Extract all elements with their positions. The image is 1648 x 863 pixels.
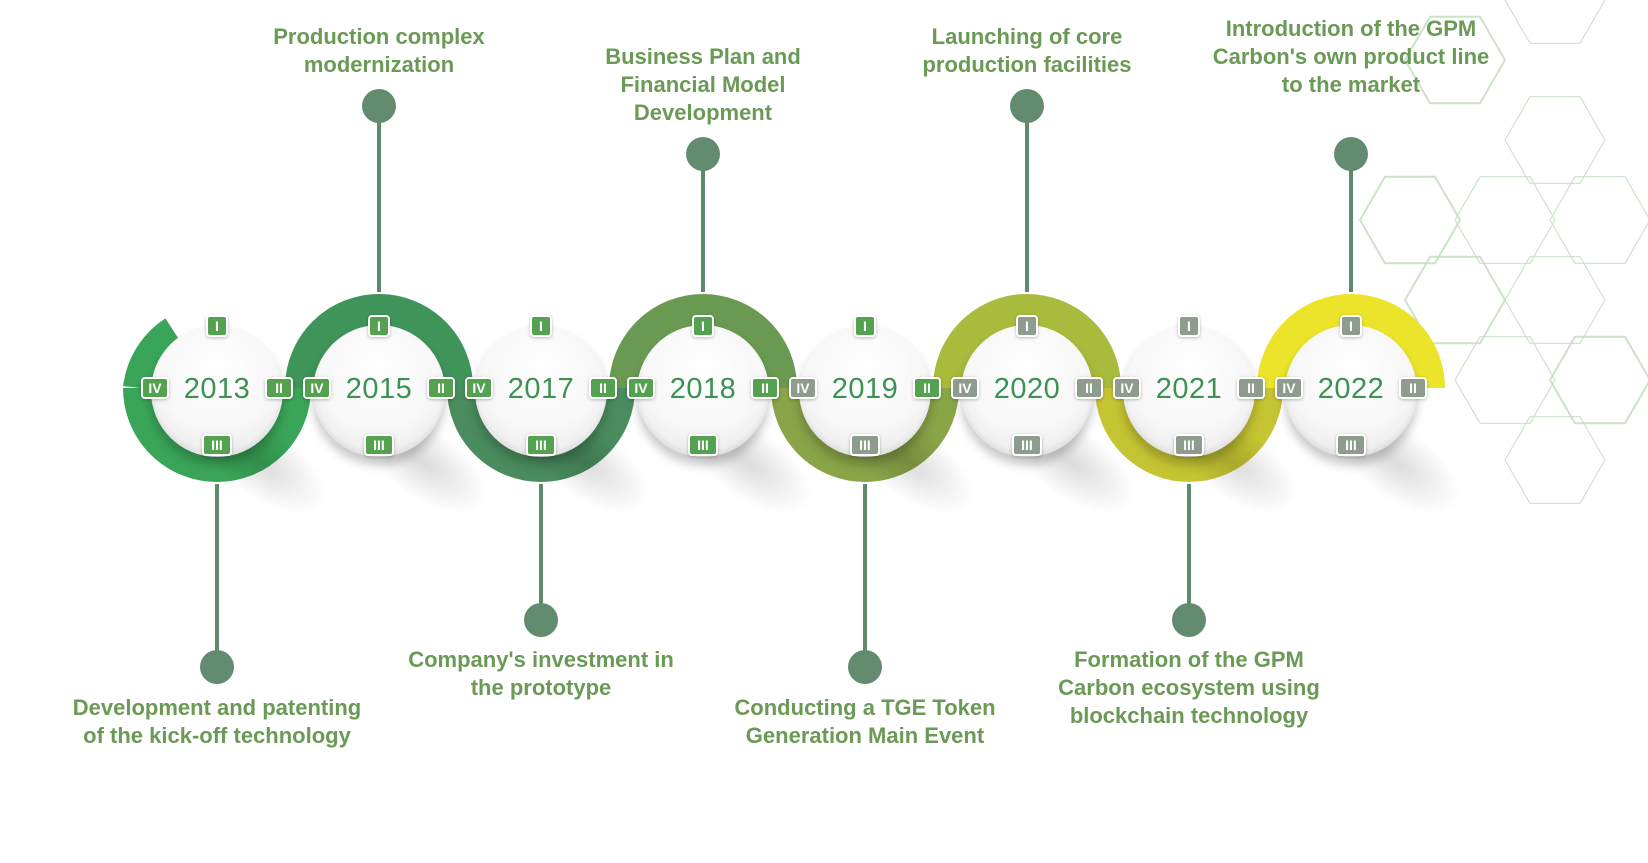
hexagon-outline — [1548, 335, 1648, 425]
hexagon-outline — [1403, 255, 1507, 345]
quarter-badge-ii: II — [913, 377, 941, 399]
quarter-badge-iv: IV — [627, 377, 655, 399]
year-label: 2022 — [1317, 373, 1385, 405]
quarter-badge-iii: III — [1012, 434, 1042, 456]
connector-dot — [1172, 603, 1206, 637]
hexagon-outline — [1504, 256, 1606, 344]
connector-dot — [848, 650, 882, 684]
milestone-label: Development and patenting of the kick-of… — [72, 695, 362, 748]
quarter-badge-i: I — [1340, 315, 1362, 337]
hexagon-outline — [1549, 176, 1648, 264]
quarter-badge-ii: II — [427, 377, 455, 399]
quarter-badge-iv: IV — [951, 377, 979, 399]
ring-segment — [447, 387, 635, 482]
ring-segment — [1095, 387, 1283, 482]
hexagon-outline — [1358, 175, 1462, 265]
connector-dot — [686, 137, 720, 171]
hexagon-outline — [1403, 15, 1507, 105]
quarter-badge-i: I — [692, 315, 714, 337]
quarter-badge-iii: III — [526, 434, 556, 456]
connector-line — [1187, 484, 1191, 620]
ring-segment — [771, 387, 959, 482]
connector-dot — [1334, 137, 1368, 171]
year-label: 2013 — [183, 373, 251, 405]
hexagon-outline — [1504, 96, 1606, 184]
quarter-badge-iv: IV — [141, 377, 169, 399]
ring-segment — [285, 294, 473, 389]
quarter-badge-i: I — [368, 315, 390, 337]
connector-dot — [1010, 89, 1044, 123]
hexagon-outline — [1504, 416, 1606, 504]
quarter-badge-iv: IV — [465, 377, 493, 399]
quarter-badge-iv: IV — [303, 377, 331, 399]
quarter-badge-iv: IV — [1113, 377, 1141, 399]
milestone-label: Business Plan and Financial Model Develo… — [605, 44, 801, 125]
quarter-badge-ii: II — [589, 377, 617, 399]
quarter-badge-iii: III — [1174, 434, 1204, 456]
quarter-badge-iii: III — [202, 434, 232, 456]
quarter-badge-iii: III — [364, 434, 394, 456]
milestone-label: Conducting a TGE Token Generation Main E… — [734, 695, 996, 748]
connector-line — [1025, 106, 1029, 292]
quarter-badge-ii: II — [1237, 377, 1265, 399]
ring-segment — [123, 387, 311, 482]
milestone-label: Launching of core production facilities — [922, 24, 1132, 77]
hexagon-outline — [1454, 336, 1556, 424]
connector-dot — [362, 89, 396, 123]
connector-line — [863, 484, 867, 667]
quarter-badge-i: I — [1016, 315, 1038, 337]
year-label: 2015 — [345, 373, 413, 405]
ring-segment — [933, 294, 1121, 389]
connector-dot — [200, 650, 234, 684]
hexagon-outline — [1454, 176, 1556, 264]
milestone-label: Production complex modernization — [273, 24, 485, 77]
connector-line — [539, 484, 543, 620]
quarter-badge-iii: III — [850, 434, 880, 456]
milestone-label: Company's investment in the prototype — [408, 647, 674, 700]
connector-line — [377, 106, 381, 292]
ring-segment — [1257, 294, 1445, 389]
quarter-badge-iii: III — [688, 434, 718, 456]
quarter-badge-ii: II — [1399, 377, 1427, 399]
connector-line — [701, 154, 705, 292]
quarter-badge-ii: II — [1075, 377, 1103, 399]
quarter-badge-ii: II — [265, 377, 293, 399]
milestone-label: Introduction of the GPM Carbon's own pro… — [1212, 16, 1490, 97]
ring-segment — [123, 318, 184, 391]
quarter-badge-iii: III — [1336, 434, 1366, 456]
connector-line — [215, 484, 219, 667]
milestone-label: Formation of the GPM Carbon ecosystem us… — [1058, 647, 1320, 728]
quarter-badge-ii: II — [751, 377, 779, 399]
quarter-badge-i: I — [206, 315, 228, 337]
year-label: 2018 — [669, 373, 737, 405]
quarter-badge-iv: IV — [1275, 377, 1303, 399]
quarter-badge-i: I — [530, 315, 552, 337]
year-label: 2020 — [993, 373, 1061, 405]
hexagon-outline — [1504, 0, 1606, 44]
year-label: 2017 — [507, 373, 575, 405]
quarter-badge-i: I — [854, 315, 876, 337]
year-label: 2021 — [1155, 373, 1223, 405]
quarter-badge-i: I — [1178, 315, 1200, 337]
quarter-badge-iv: IV — [789, 377, 817, 399]
ring-segment — [609, 294, 797, 389]
year-label: 2019 — [831, 373, 899, 405]
connector-line — [1349, 154, 1353, 292]
connector-dot — [524, 603, 558, 637]
